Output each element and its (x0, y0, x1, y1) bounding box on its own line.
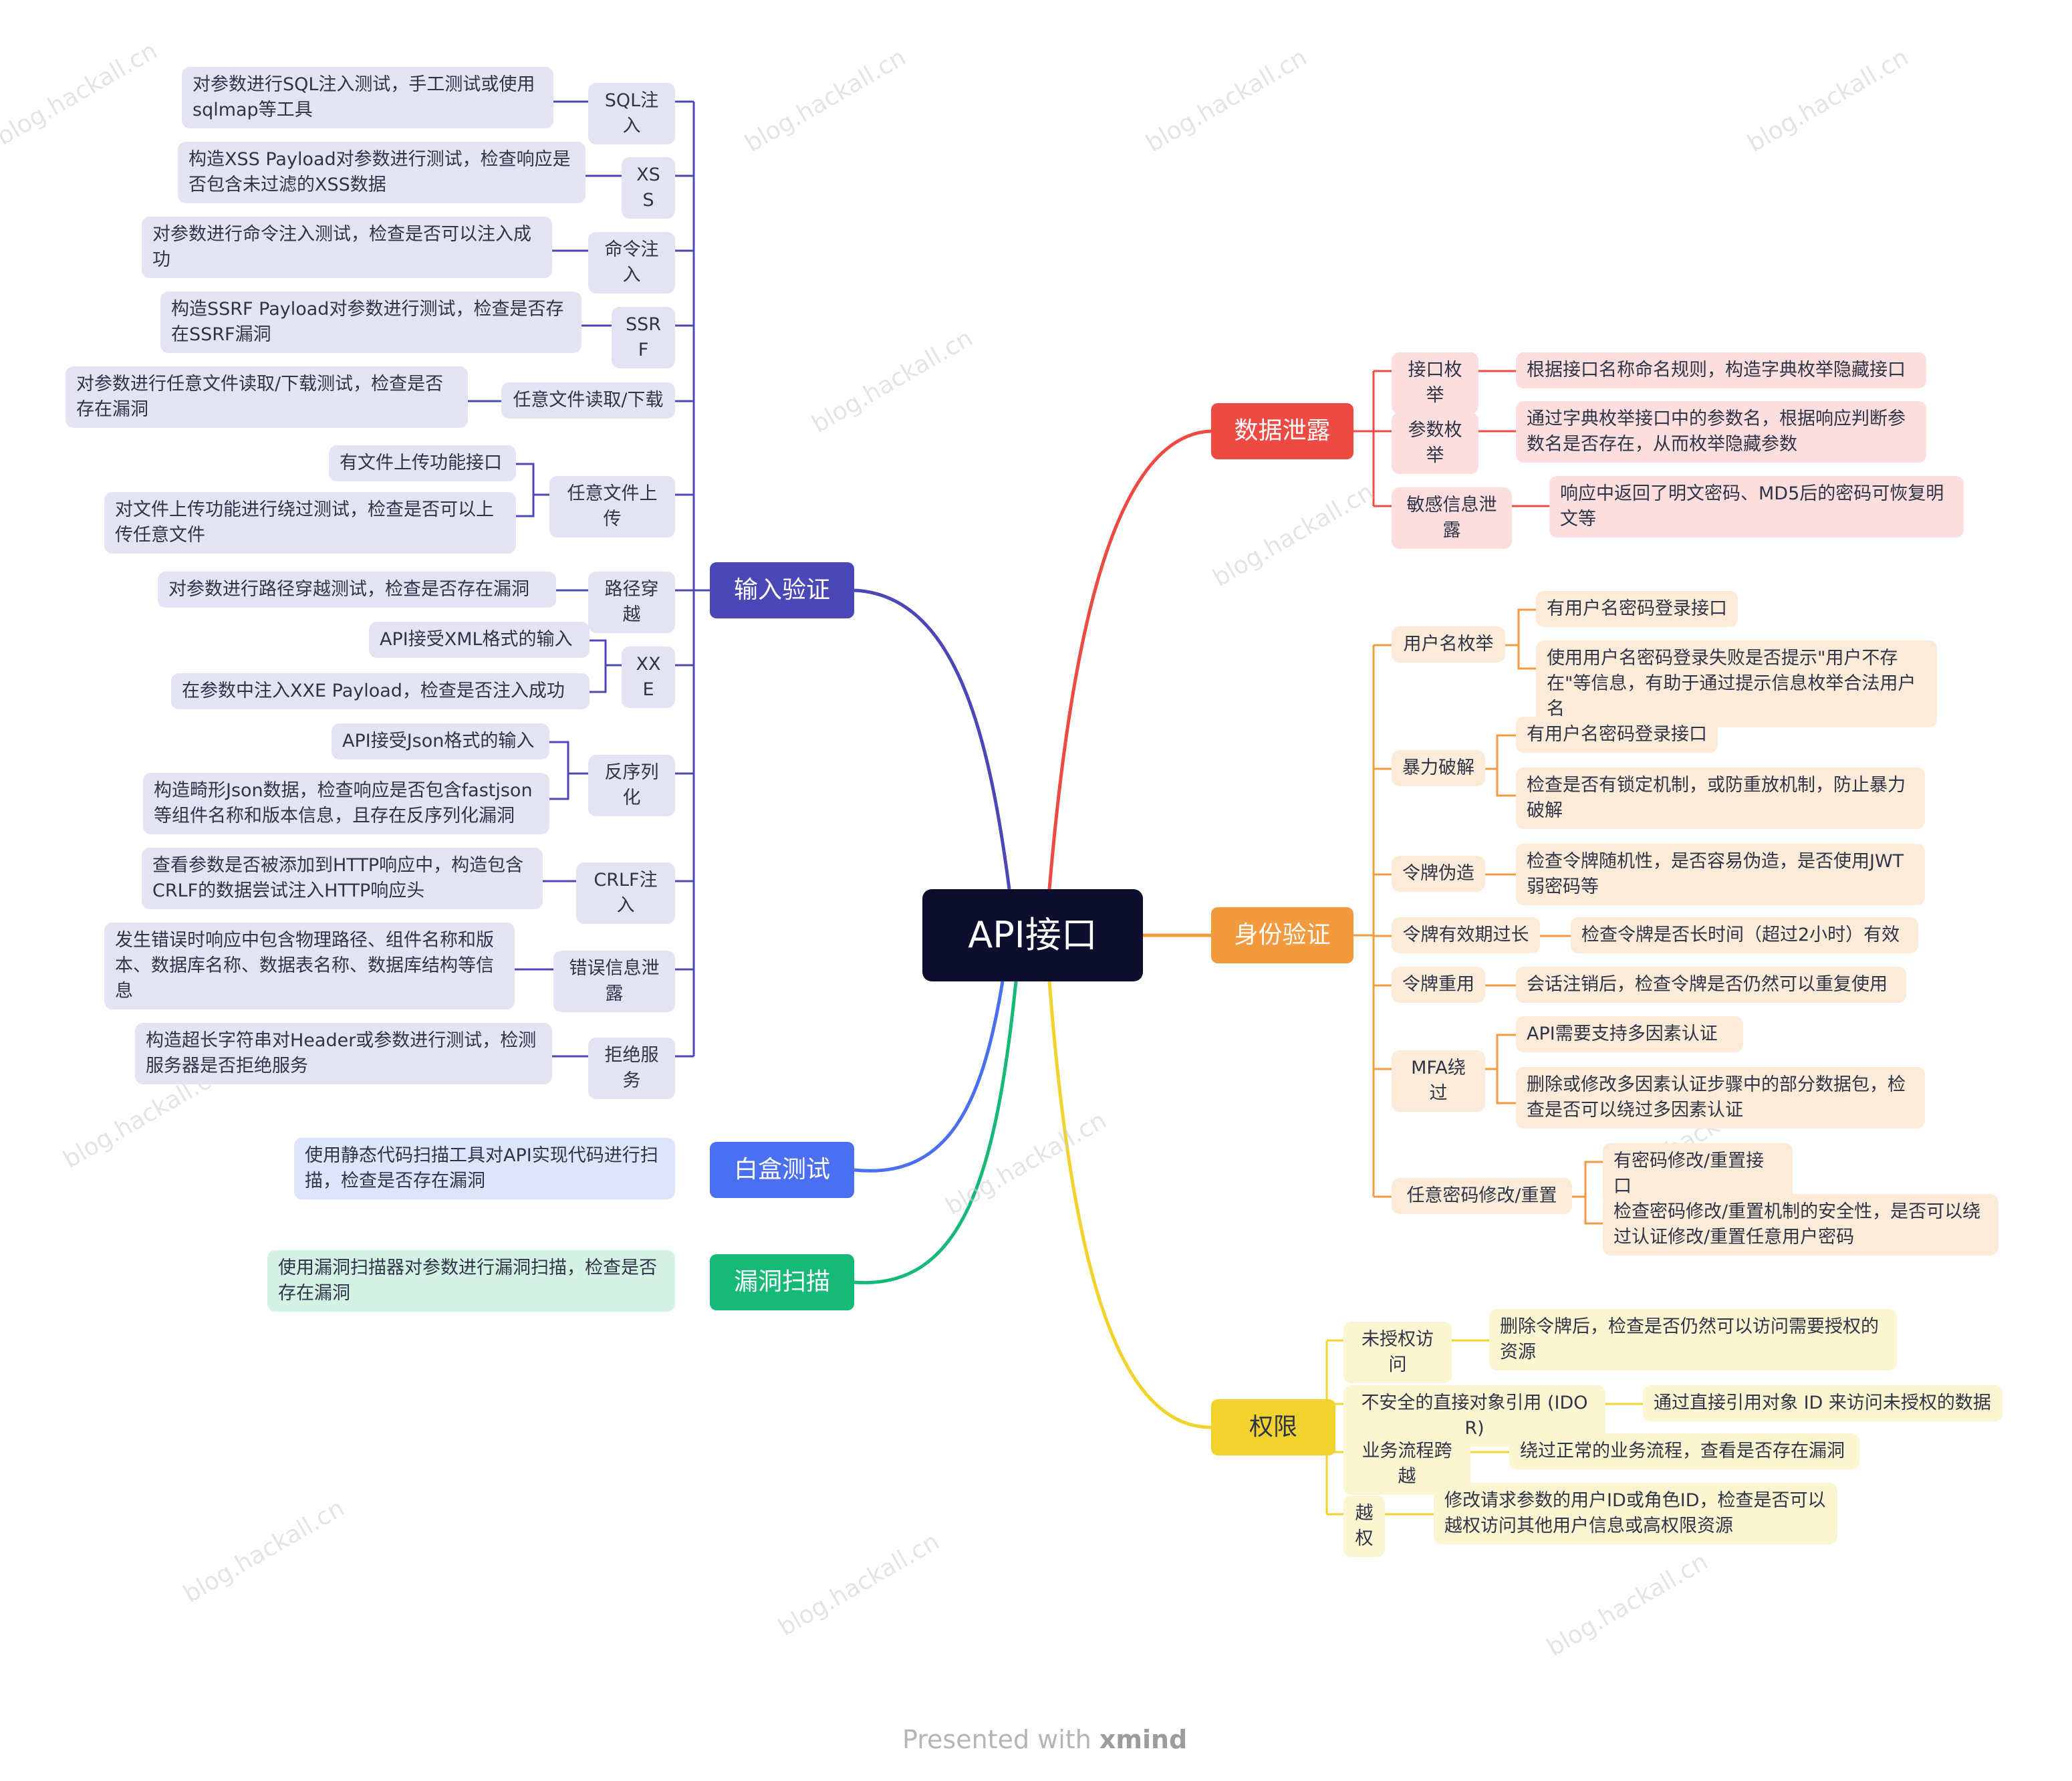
xmind-brand: xmind (1099, 1725, 1188, 1754)
detail-text: 根据接口名称命名规则，构造字典枚举隐藏接口 (1516, 352, 1926, 388)
subtopic-path-traversal[interactable]: 路径穿越 (588, 572, 675, 633)
detail-text: 对参数进行路径穿越测试，检查是否存在漏洞 (158, 572, 556, 608)
detail-text: 绕过正常的业务流程，查看是否存在漏洞 (1509, 1433, 1859, 1469)
subtopic-command-injection[interactable]: 命令注入 (588, 232, 675, 293)
detail-text: 对参数进行SQL注入测试，手工测试或使用sqlmap等工具 (182, 67, 553, 128)
subtopic-param-enumeration[interactable]: 参数枚举 (1392, 412, 1478, 474)
subtopic-token-reuse[interactable]: 令牌重用 (1392, 967, 1485, 1003)
subtopic-privilege-escalation[interactable]: 越权 (1343, 1496, 1385, 1557)
detail-text: 有用户名密码登录接口 (1516, 717, 1718, 753)
subtopic-ssrf[interactable]: SSRF (612, 307, 675, 368)
detail-text: 查看参数是否被添加到HTTP响应中，构造包含CRLF的数据尝试注入HTTP响应头 (142, 848, 543, 909)
subtopic-sql-injection[interactable]: SQL注入 (588, 83, 675, 144)
topic-vuln-scan[interactable]: 漏洞扫描 (710, 1254, 854, 1310)
subtopic-username-enumeration[interactable]: 用户名枚举 (1392, 626, 1505, 663)
subtopic-deserialization[interactable]: 反序列化 (588, 755, 675, 816)
subtopic-crlf-injection[interactable]: CRLF注入 (576, 862, 675, 924)
subtopic-sensitive-info-leak[interactable]: 敏感信息泄露 (1392, 487, 1512, 549)
detail-text: 检查密码修改/重置机制的安全性，是否可以绕过认证修改/重置任意用户密码 (1603, 1194, 1998, 1256)
footer-credit: Presented with xmind (902, 1725, 1187, 1754)
subtopic-mfa-bypass[interactable]: MFA绕过 (1392, 1050, 1485, 1112)
detail-text: 通过字典枚举接口中的参数名，根据响应判断参数名是否存在，从而枚举隐藏参数 (1516, 401, 1926, 463)
subtopic-api-enumeration[interactable]: 接口枚举 (1392, 352, 1478, 414)
detail-text: 会话注销后，检查令牌是否仍然可以重复使用 (1516, 967, 1906, 1003)
detail-text: 有文件上传功能接口 (329, 445, 516, 481)
detail-text: API接受XML格式的输入 (369, 622, 590, 658)
detail-text: 使用漏洞扫描器对参数进行漏洞扫描，检查是否存在漏洞 (267, 1250, 675, 1312)
detail-text: 使用用户名密码登录失败是否提示"用户不存在"等信息，有助于通过提示信息枚举合法用… (1536, 640, 1937, 727)
detail-text: 使用静态代码扫描工具对API实现代码进行扫描，检查是否存在漏洞 (294, 1138, 675, 1199)
detail-text: 构造畸形Json数据，检查响应是否包含fastjson等组件名称和版本信息，且存… (143, 773, 549, 834)
subtopic-denial-of-service[interactable]: 拒绝服务 (588, 1038, 675, 1099)
detail-text: 在参数中注入XXE Payload，检查是否注入成功 (171, 673, 590, 709)
topic-authentication[interactable]: 身份验证 (1211, 907, 1353, 963)
detail-text: 对参数进行命令注入测试，检查是否可以注入成功 (142, 217, 552, 278)
detail-text: 响应中返回了明文密码、MD5后的密码可恢复明文等 (1549, 476, 1964, 538)
footer-prefix: Presented with (902, 1725, 1091, 1754)
detail-text: API需要支持多因素认证 (1516, 1016, 1743, 1052)
topic-input-validation[interactable]: 输入验证 (710, 562, 854, 618)
topic-authorization[interactable]: 权限 (1211, 1399, 1335, 1455)
detail-text: 修改请求参数的用户ID或角色ID，检查是否可以越权访问其他用户信息或高权限资源 (1434, 1483, 1837, 1544)
subtopic-error-info-leak[interactable]: 错误信息泄露 (553, 951, 675, 1012)
detail-text: 有用户名密码登录接口 (1536, 591, 1738, 627)
detail-text: 检查令牌随机性，是否容易伪造，是否使用JWT弱密码等 (1516, 844, 1925, 905)
detail-text: 构造XSS Payload对参数进行测试，检查响应是否包含未过滤的XSS数据 (178, 142, 586, 203)
detail-text: 删除或修改多因素认证步骤中的部分数据包，检查是否可以绕过多因素认证 (1516, 1067, 1925, 1129)
subtopic-token-forgery[interactable]: 令牌伪造 (1392, 856, 1485, 892)
subtopic-arbitrary-file-read[interactable]: 任意文件读取/下载 (501, 382, 675, 419)
subtopic-file-upload[interactable]: 任意文件上传 (549, 476, 675, 538)
subtopic-xss[interactable]: XSS (622, 157, 675, 219)
detail-text: 通过直接引用对象 ID 来访问未授权的数据 (1643, 1385, 2002, 1421)
detail-text: 删除令牌后，检查是否仍然可以访问需要授权的资源 (1489, 1309, 1897, 1371)
detail-text: 检查是否有锁定机制，或防重放机制，防止暴力破解 (1516, 767, 1925, 829)
detail-text: API接受Json格式的输入 (332, 723, 549, 759)
topic-whitebox-testing[interactable]: 白盒测试 (710, 1142, 854, 1198)
detail-text: 检查令牌是否长时间（超过2小时）有效 (1571, 917, 1918, 953)
detail-text: 发生错误时响应中包含物理路径、组件名称和版本、数据库名称、数据表名称、数据库结构… (104, 923, 515, 1010)
root-node[interactable]: API接口 (922, 889, 1143, 981)
subtopic-brute-force[interactable]: 暴力破解 (1392, 750, 1485, 786)
detail-text: 对文件上传功能进行绕过测试，检查是否可以上传任意文件 (104, 492, 516, 554)
detail-text: 构造SSRF Payload对参数进行测试，检查是否存在SSRF漏洞 (160, 291, 581, 353)
detail-text: 对参数进行任意文件读取/下载测试，检查是否存在漏洞 (66, 366, 468, 428)
subtopic-password-reset[interactable]: 任意密码修改/重置 (1392, 1178, 1572, 1214)
detail-text: 构造超长字符串对Header或参数进行测试，检测服务器是否拒绝服务 (135, 1023, 552, 1084)
subtopic-unauthorized-access[interactable]: 未授权访问 (1343, 1322, 1452, 1383)
subtopic-xxe[interactable]: XXE (622, 646, 675, 708)
subtopic-token-long-validity[interactable]: 令牌有效期过长 (1392, 917, 1540, 953)
topic-data-leak[interactable]: 数据泄露 (1211, 403, 1353, 459)
